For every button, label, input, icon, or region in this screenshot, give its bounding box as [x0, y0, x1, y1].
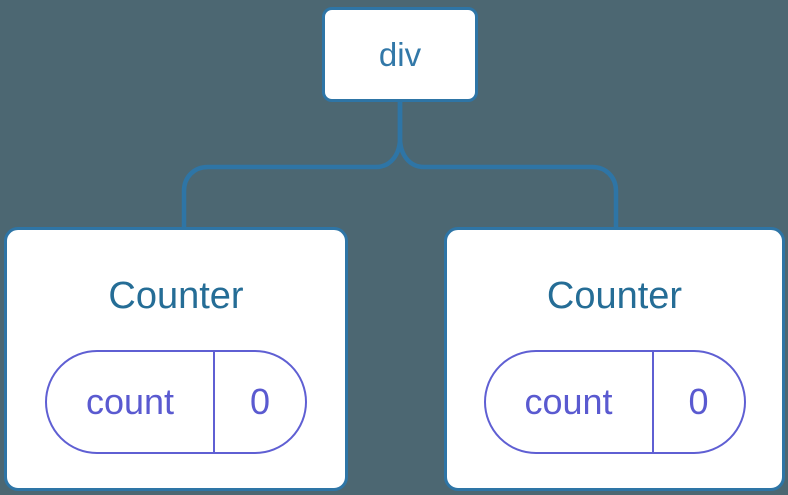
component-title: Counter: [108, 275, 244, 317]
state-key-label: count: [47, 351, 215, 452]
state-pill: count 0: [483, 349, 746, 454]
state-value: 0: [688, 380, 709, 422]
component-title: Counter: [546, 275, 683, 317]
root-node-label: div: [378, 36, 422, 73]
edge-root-to-left-child: [181, 100, 403, 228]
counter-card-right: Counter count 0: [444, 227, 785, 491]
state-pill: count 0: [45, 349, 307, 454]
state-value: 0: [249, 380, 271, 422]
counter-card-left: Counter count 0: [4, 227, 348, 491]
root-node-div: div: [322, 7, 478, 102]
edge-root-to-right-child: [397, 100, 619, 228]
state-key-label: count: [486, 351, 654, 452]
